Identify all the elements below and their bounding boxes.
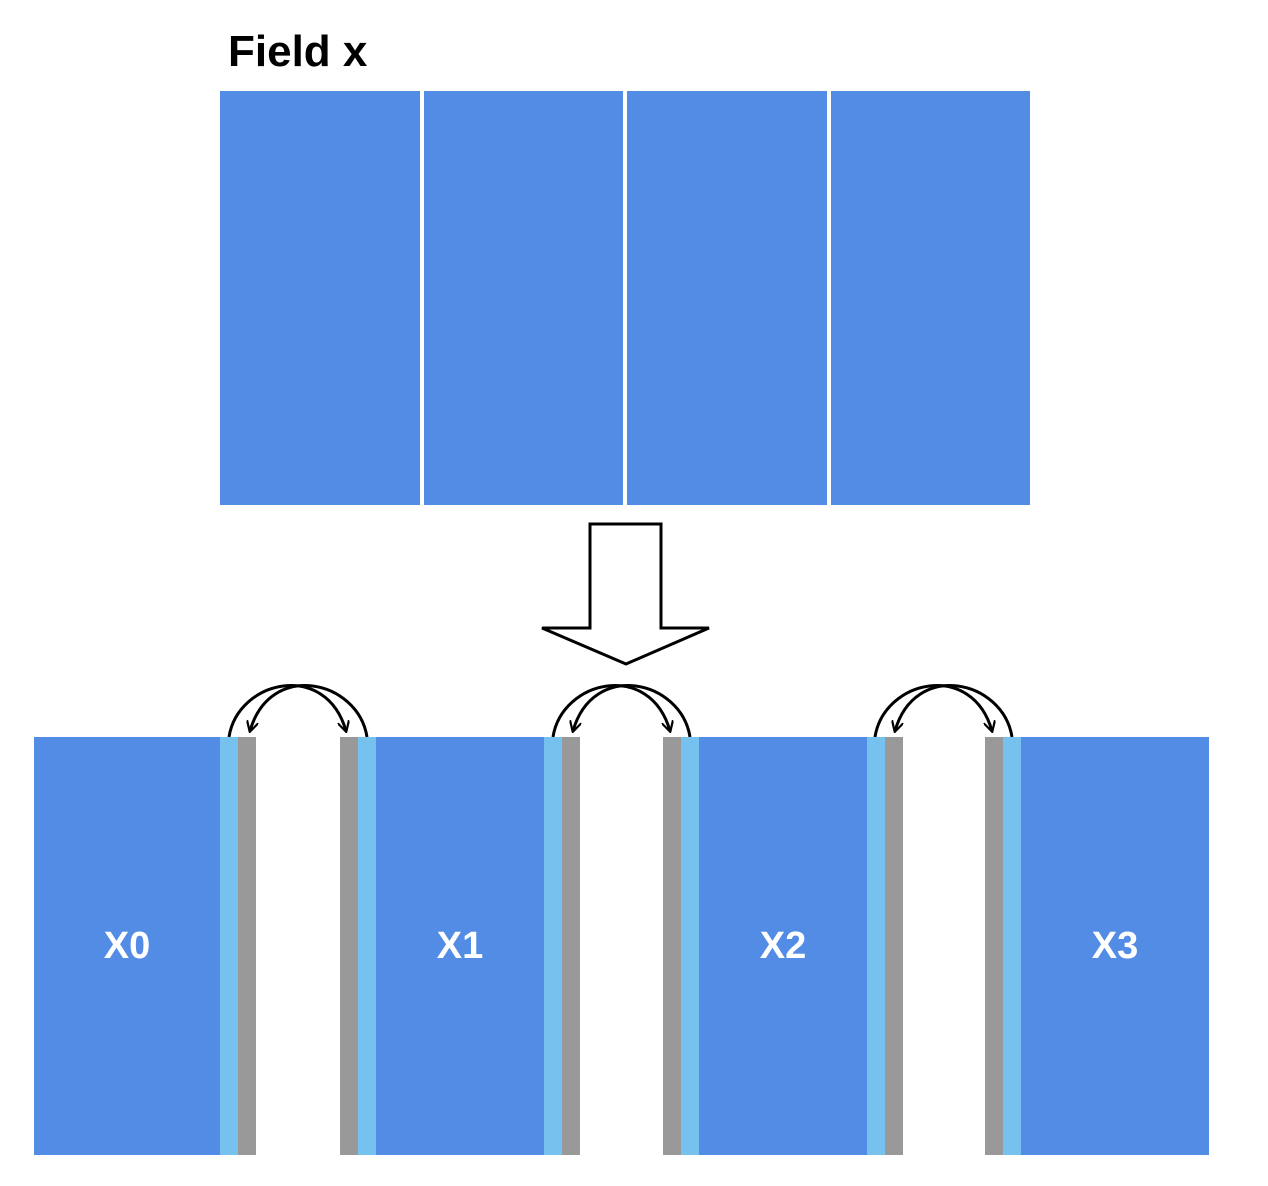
halo-exchange-arrow — [895, 684, 1014, 738]
boundary-strip — [358, 737, 376, 1155]
partition-label: X0 — [103, 925, 151, 967]
ghost-strip — [985, 737, 1003, 1155]
partition-label: X2 — [759, 925, 807, 967]
diagram-title: Field x — [228, 27, 368, 76]
partition-block: X1 — [376, 737, 544, 1155]
partition-x1: X1 — [340, 737, 580, 1155]
boundary-strip — [867, 737, 885, 1155]
halo-exchange-arrow — [227, 684, 346, 738]
boundary-strip — [220, 737, 238, 1155]
field-block — [830, 91, 1030, 505]
field-block — [423, 91, 623, 505]
ghost-strip — [885, 737, 903, 1155]
halo-exchange-arrow — [873, 684, 992, 738]
field-block — [220, 91, 420, 505]
partition-block: X0 — [34, 737, 220, 1155]
partition-x2: X2 — [663, 737, 903, 1155]
ghost-strip — [663, 737, 681, 1155]
ghost-strip — [238, 737, 256, 1155]
ghost-strip — [562, 737, 580, 1155]
boundary-strip — [1003, 737, 1021, 1155]
partition-block: X3 — [1021, 737, 1209, 1155]
decomposition-arrow-icon — [541, 522, 710, 666]
partition-x3: X3 — [985, 737, 1209, 1155]
halo-exchange-arrow — [551, 684, 670, 738]
boundary-strip — [544, 737, 562, 1155]
partition-label: X3 — [1091, 925, 1139, 967]
partition-block: X2 — [699, 737, 867, 1155]
boundary-strip — [681, 737, 699, 1155]
halo-exchange-arrow — [250, 684, 369, 738]
ghost-strip — [340, 737, 358, 1155]
partition-label: X1 — [436, 925, 484, 967]
partition-x0: X0 — [34, 737, 256, 1155]
field-x-array — [220, 91, 1030, 505]
halo-exchange-arrow — [573, 684, 692, 738]
field-block — [627, 91, 827, 505]
